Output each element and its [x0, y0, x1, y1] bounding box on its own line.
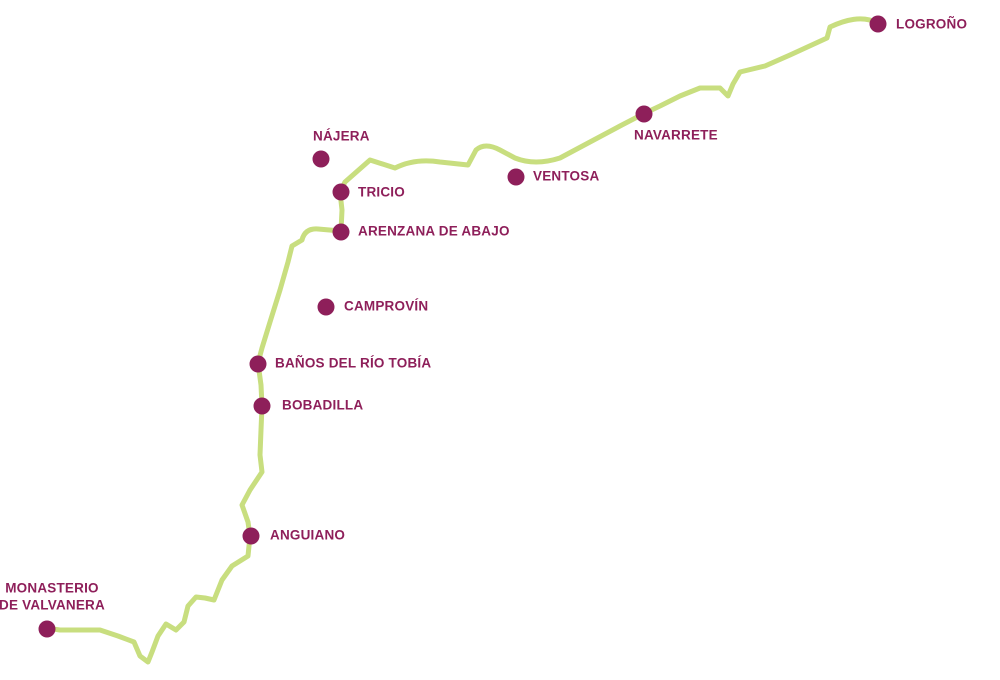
- town-label: BOBADILLA: [282, 398, 363, 413]
- town-dot: [869, 15, 887, 33]
- town-label: CAMPROVÍN: [344, 299, 428, 314]
- town-dot: [635, 105, 653, 123]
- town-marker-monasterio-de-valvanera: MONASTERIO DE VALVANERA: [0, 581, 105, 638]
- town-marker-anguiano: ANGUIANO: [242, 527, 345, 545]
- town-dot: [242, 527, 260, 545]
- town-marker-logrono: LOGROÑO: [869, 15, 967, 33]
- town-dot: [38, 620, 56, 638]
- town-label: VENTOSA: [533, 169, 599, 184]
- town-dot: [332, 183, 350, 201]
- town-label: LOGROÑO: [896, 17, 967, 32]
- town-dot: [312, 150, 330, 168]
- town-label: DE VALVANERA: [0, 598, 105, 613]
- town-marker-tricio: TRICIO: [332, 183, 405, 201]
- route-line: [43, 16, 881, 665]
- town-marker-banos-del-rio-tobia: BAÑOS DEL RÍO TOBÍA: [249, 355, 431, 373]
- town-label: NÁJERA: [313, 129, 370, 144]
- town-dot: [317, 298, 335, 316]
- town-marker-bobadilla: BOBADILLA: [253, 397, 363, 415]
- town-marker-najera: NÁJERA: [312, 129, 370, 168]
- town-marker-camprovin: CAMPROVÍN: [317, 298, 428, 316]
- town-marker-ventosa: VENTOSA: [507, 168, 599, 186]
- town-label: MONASTERIO: [5, 581, 99, 596]
- town-marker-navarrete: NAVARRETE: [634, 105, 718, 143]
- town-label: NAVARRETE: [634, 128, 718, 143]
- town-dot: [507, 168, 525, 186]
- town-label: ARENZANA DE ABAJO: [358, 224, 510, 239]
- town-label: TRICIO: [358, 185, 405, 200]
- town-label: ANGUIANO: [270, 528, 345, 543]
- town-dot: [332, 223, 350, 241]
- town-marker-arenzana-de-abajo: ARENZANA DE ABAJO: [332, 223, 510, 241]
- town-dot: [253, 397, 271, 415]
- town-label: BAÑOS DEL RÍO TOBÍA: [275, 356, 431, 371]
- town-dot: [249, 355, 267, 373]
